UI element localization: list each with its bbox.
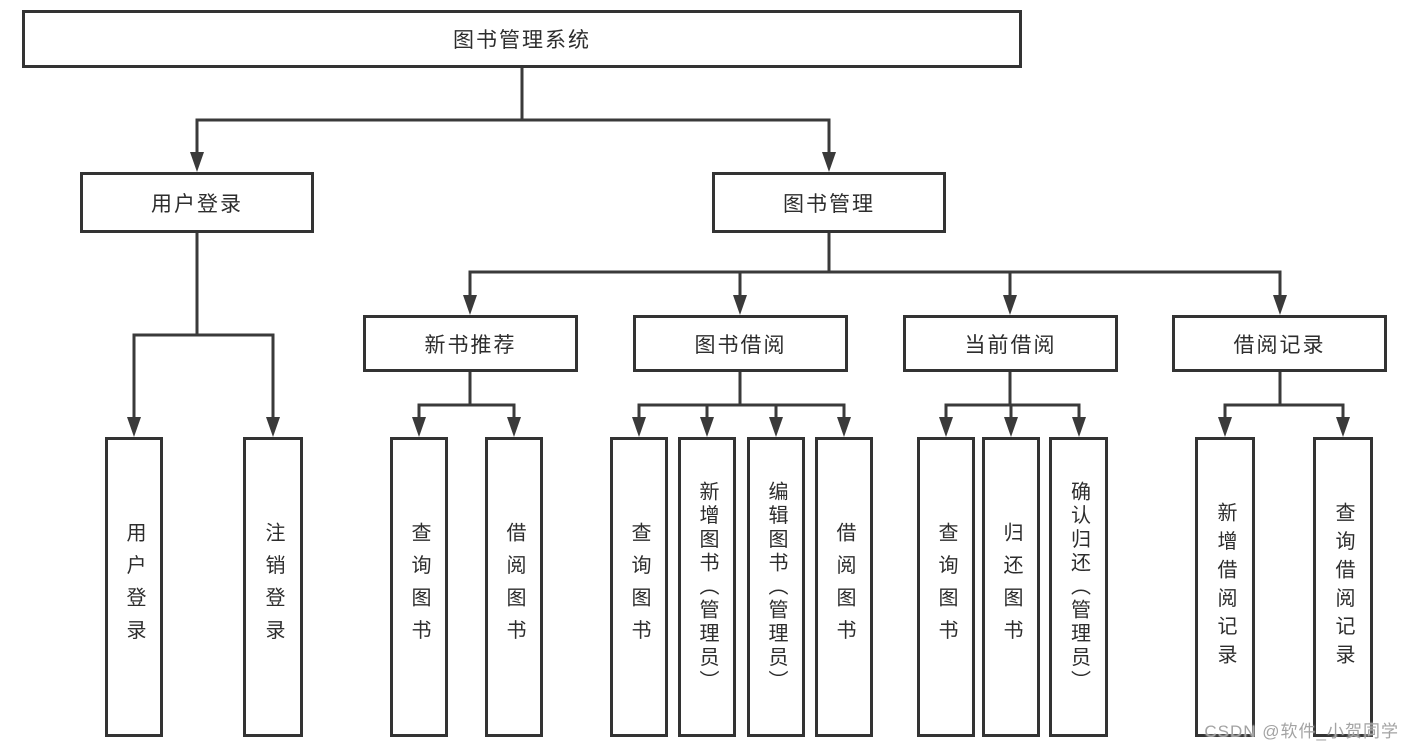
node-new-book-recommend: 新书推荐 — [363, 315, 578, 372]
leaf-edit-book-admin: 编辑图书（管理员） — [747, 437, 805, 737]
leaf-query-books-3: 查询图书 — [917, 437, 975, 737]
leaf-confirm-return-admin-label: 确认归还（管理员） — [1067, 480, 1090, 694]
leaf-add-book-admin: 新增图书（管理员） — [678, 437, 736, 737]
node-root-label: 图书管理系统 — [453, 29, 591, 52]
leaf-borrow-books-2-label: 借阅图书 — [833, 522, 855, 652]
node-borrow-records: 借阅记录 — [1172, 315, 1387, 372]
leaf-return-books-label: 归还图书 — [1000, 522, 1022, 652]
leaf-borrow-books-1: 借阅图书 — [485, 437, 543, 737]
leaf-borrow-books-2: 借阅图书 — [815, 437, 873, 737]
leaf-edit-book-admin-label: 编辑图书（管理员） — [765, 480, 787, 694]
leaf-add-book-admin-label: 新增图书（管理员） — [696, 480, 718, 694]
leaf-query-books-1: 查询图书 — [390, 437, 448, 737]
leaf-return-books: 归还图书 — [982, 437, 1040, 737]
csdn-watermark: CSDN @软件_小贺同学 — [1204, 722, 1399, 741]
node-borrow-records-label: 借阅记录 — [1233, 333, 1326, 357]
leaf-user-login: 用户登录 — [105, 437, 163, 737]
leaf-add-borrow-record: 新增借阅记录 — [1195, 437, 1255, 737]
node-current-borrow-label: 当前借阅 — [964, 333, 1057, 357]
node-user-login-label: 用户登录 — [151, 192, 243, 216]
node-new-book-recommend-label: 新书推荐 — [424, 333, 517, 357]
leaf-borrow-books-1-label: 借阅图书 — [503, 522, 525, 652]
node-book-management-label: 图书管理 — [783, 192, 875, 216]
node-root: 图书管理系统 — [22, 10, 1022, 68]
leaf-query-borrow-record-label: 查询借阅记录 — [1332, 501, 1354, 673]
leaf-query-books-2-label: 查询图书 — [628, 522, 650, 652]
leaf-logout: 注销登录 — [243, 437, 303, 737]
leaf-query-books-3-label: 查询图书 — [935, 522, 957, 652]
node-book-borrow: 图书借阅 — [633, 315, 848, 372]
node-book-management: 图书管理 — [712, 172, 946, 233]
leaf-logout-label: 注销登录 — [262, 522, 284, 652]
node-current-borrow: 当前借阅 — [903, 315, 1118, 372]
leaf-query-books-1-label: 查询图书 — [408, 522, 430, 652]
node-book-borrow-label: 图书借阅 — [694, 333, 787, 357]
leaf-query-borrow-record: 查询借阅记录 — [1313, 437, 1373, 737]
node-user-login: 用户登录 — [80, 172, 314, 233]
leaf-confirm-return-admin: 确认归还（管理员） — [1049, 437, 1108, 737]
leaf-user-login-label: 用户登录 — [123, 522, 145, 652]
leaf-add-borrow-record-label: 新增借阅记录 — [1214, 501, 1236, 673]
leaf-query-books-2: 查询图书 — [610, 437, 668, 737]
